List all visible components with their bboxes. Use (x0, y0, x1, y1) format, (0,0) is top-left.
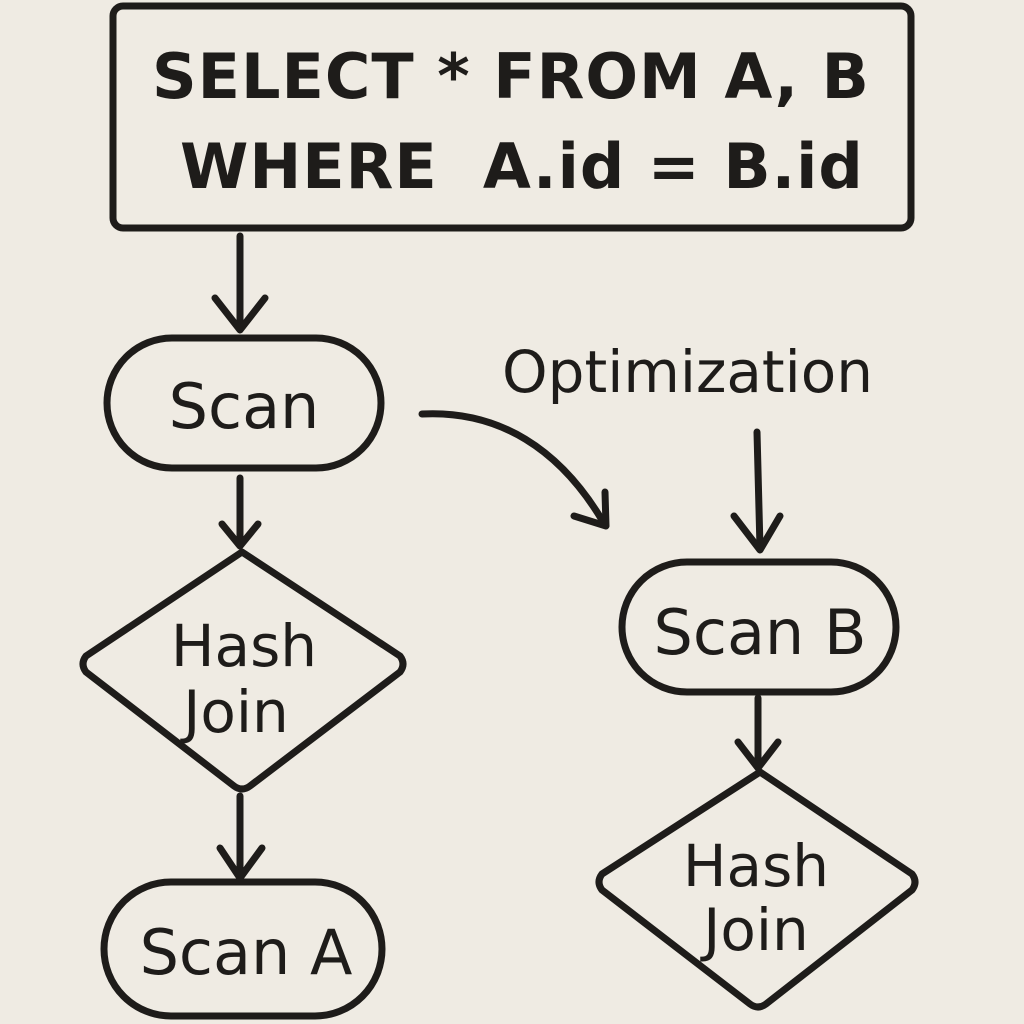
scan-node-label: Scan (169, 370, 320, 443)
scan-b-node: Scan B (618, 558, 900, 696)
scan-a-node-label: Scan A (140, 916, 353, 989)
query-box: SELECT * FROM A, B WHERE A.id = B.id (109, 2, 915, 232)
scan-b-node-outline (618, 558, 900, 696)
scan-b-node-label: Scan B (654, 596, 867, 669)
scan-a-node: Scan A (100, 878, 386, 1020)
query-line-2: WHERE A.id = B.id (180, 130, 864, 203)
scan-a-node-outline (100, 878, 386, 1020)
arrow-query-to-scan (211, 232, 269, 334)
arrow-shaft (418, 410, 606, 524)
scan-node: Scan (103, 334, 385, 472)
left-hash-join-label-line-1: Hash (171, 612, 317, 680)
left-hash-join-node: Hash Join (79, 548, 407, 793)
arrow-shaft (753, 428, 764, 552)
arrow-optimization-to-scan-b (730, 428, 784, 554)
arrow-head (218, 520, 262, 550)
arrow-hash-join-to-scan-a (216, 792, 266, 882)
right-hash-join-diamond (595, 768, 919, 1011)
arrow-head (211, 294, 269, 334)
left-hash-join-label-line-2: Join (180, 678, 288, 746)
arrow-scan-b-to-hash-join (734, 694, 782, 772)
right-hash-join-label-line-2: Join (700, 896, 808, 964)
scan-node-outline (103, 334, 385, 472)
arrow-head (730, 512, 784, 554)
left-hash-join-diamond (79, 548, 407, 793)
right-hash-join-node: Hash Join (595, 768, 919, 1011)
arrow-head (216, 844, 266, 882)
optimization-label: Optimization (502, 338, 873, 406)
arrow-head (570, 488, 610, 530)
right-hash-join-label-line-1: Hash (683, 832, 829, 900)
query-line-1: SELECT * FROM A, B (152, 40, 870, 113)
optimization-curved-arrow (418, 410, 610, 530)
query-box-border (109, 2, 915, 232)
arrow-head (734, 738, 782, 772)
arrow-scan-to-hash-join (218, 474, 262, 550)
